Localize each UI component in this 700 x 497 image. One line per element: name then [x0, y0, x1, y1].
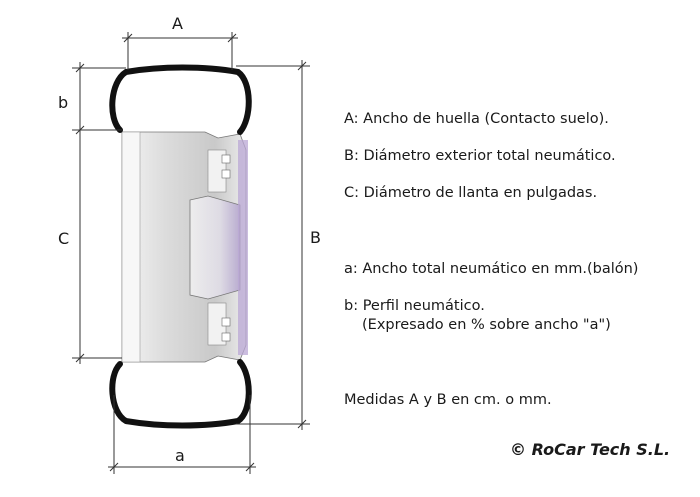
tire-top-section — [109, 64, 252, 135]
tire-bottom-section — [109, 359, 252, 429]
legend-b-note: (Expresado en % sobre ancho "a") — [362, 317, 611, 333]
legend-units: Medidas A y B en cm. o mm. — [344, 392, 552, 408]
legend-B: B: Diámetro exterior total neumático. — [344, 148, 616, 164]
rim — [121, 131, 248, 363]
legend-b: b: Perfil neumático. — [344, 298, 485, 314]
label-a: a — [175, 446, 185, 465]
label-C: C — [58, 229, 69, 248]
legend-a: a: Ancho total neumático en mm.(balón) — [344, 261, 639, 277]
label-A: A — [172, 14, 183, 33]
legend-C: C: Diámetro de llanta en pulgadas. — [344, 185, 598, 201]
legend-A: A: Ancho de huella (Contacto suelo). — [344, 111, 609, 127]
dimension-lines — [72, 32, 310, 474]
label-B: B — [310, 228, 321, 247]
label-b: b — [58, 93, 68, 112]
copyright-text: © RoCar Tech S.L. — [510, 440, 671, 459]
